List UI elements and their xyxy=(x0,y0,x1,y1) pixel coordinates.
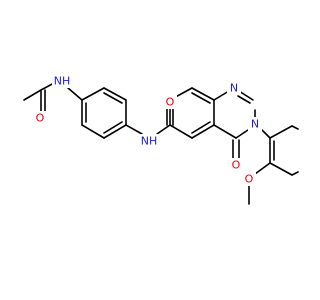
bond xyxy=(191,124,215,139)
bond xyxy=(254,162,271,175)
bond xyxy=(191,121,211,134)
atom-label-n1: N xyxy=(230,82,238,95)
bond xyxy=(103,121,123,134)
chemical-structure-diagram: O NH NH O N N O O xyxy=(23,74,299,205)
bond xyxy=(125,124,143,135)
atom-label-nh-amide: NH xyxy=(141,135,158,148)
atom-label-o-ether: O xyxy=(245,173,254,186)
atom-label-o-keto: O xyxy=(232,159,241,172)
atom-label-nh-acyl: NH xyxy=(54,75,71,88)
bond xyxy=(67,87,83,101)
bond xyxy=(269,162,293,176)
atom-label-o-amide: O xyxy=(166,96,175,109)
atom-labels-layer: O NH NH O N N O O xyxy=(33,74,262,186)
bonds-layer xyxy=(23,81,299,205)
atom-label-o-acyl: O xyxy=(36,112,45,125)
bond xyxy=(235,129,249,139)
bond xyxy=(213,90,230,101)
bond xyxy=(103,87,127,101)
bond xyxy=(237,95,251,104)
atom-label-n3: N xyxy=(251,118,259,131)
bond xyxy=(269,125,293,139)
bond xyxy=(103,124,127,139)
bond xyxy=(238,90,254,101)
bond xyxy=(169,124,193,139)
bond xyxy=(81,87,105,101)
bond xyxy=(213,124,237,139)
bond xyxy=(23,89,42,101)
molecule-canvas: O NH NH O N N O O xyxy=(23,74,299,205)
bond xyxy=(81,124,105,139)
bond xyxy=(261,129,271,139)
bond xyxy=(191,87,215,101)
bond xyxy=(103,92,123,104)
bond xyxy=(291,171,299,176)
bond xyxy=(291,125,299,130)
bond xyxy=(156,124,171,135)
bond xyxy=(191,92,211,104)
